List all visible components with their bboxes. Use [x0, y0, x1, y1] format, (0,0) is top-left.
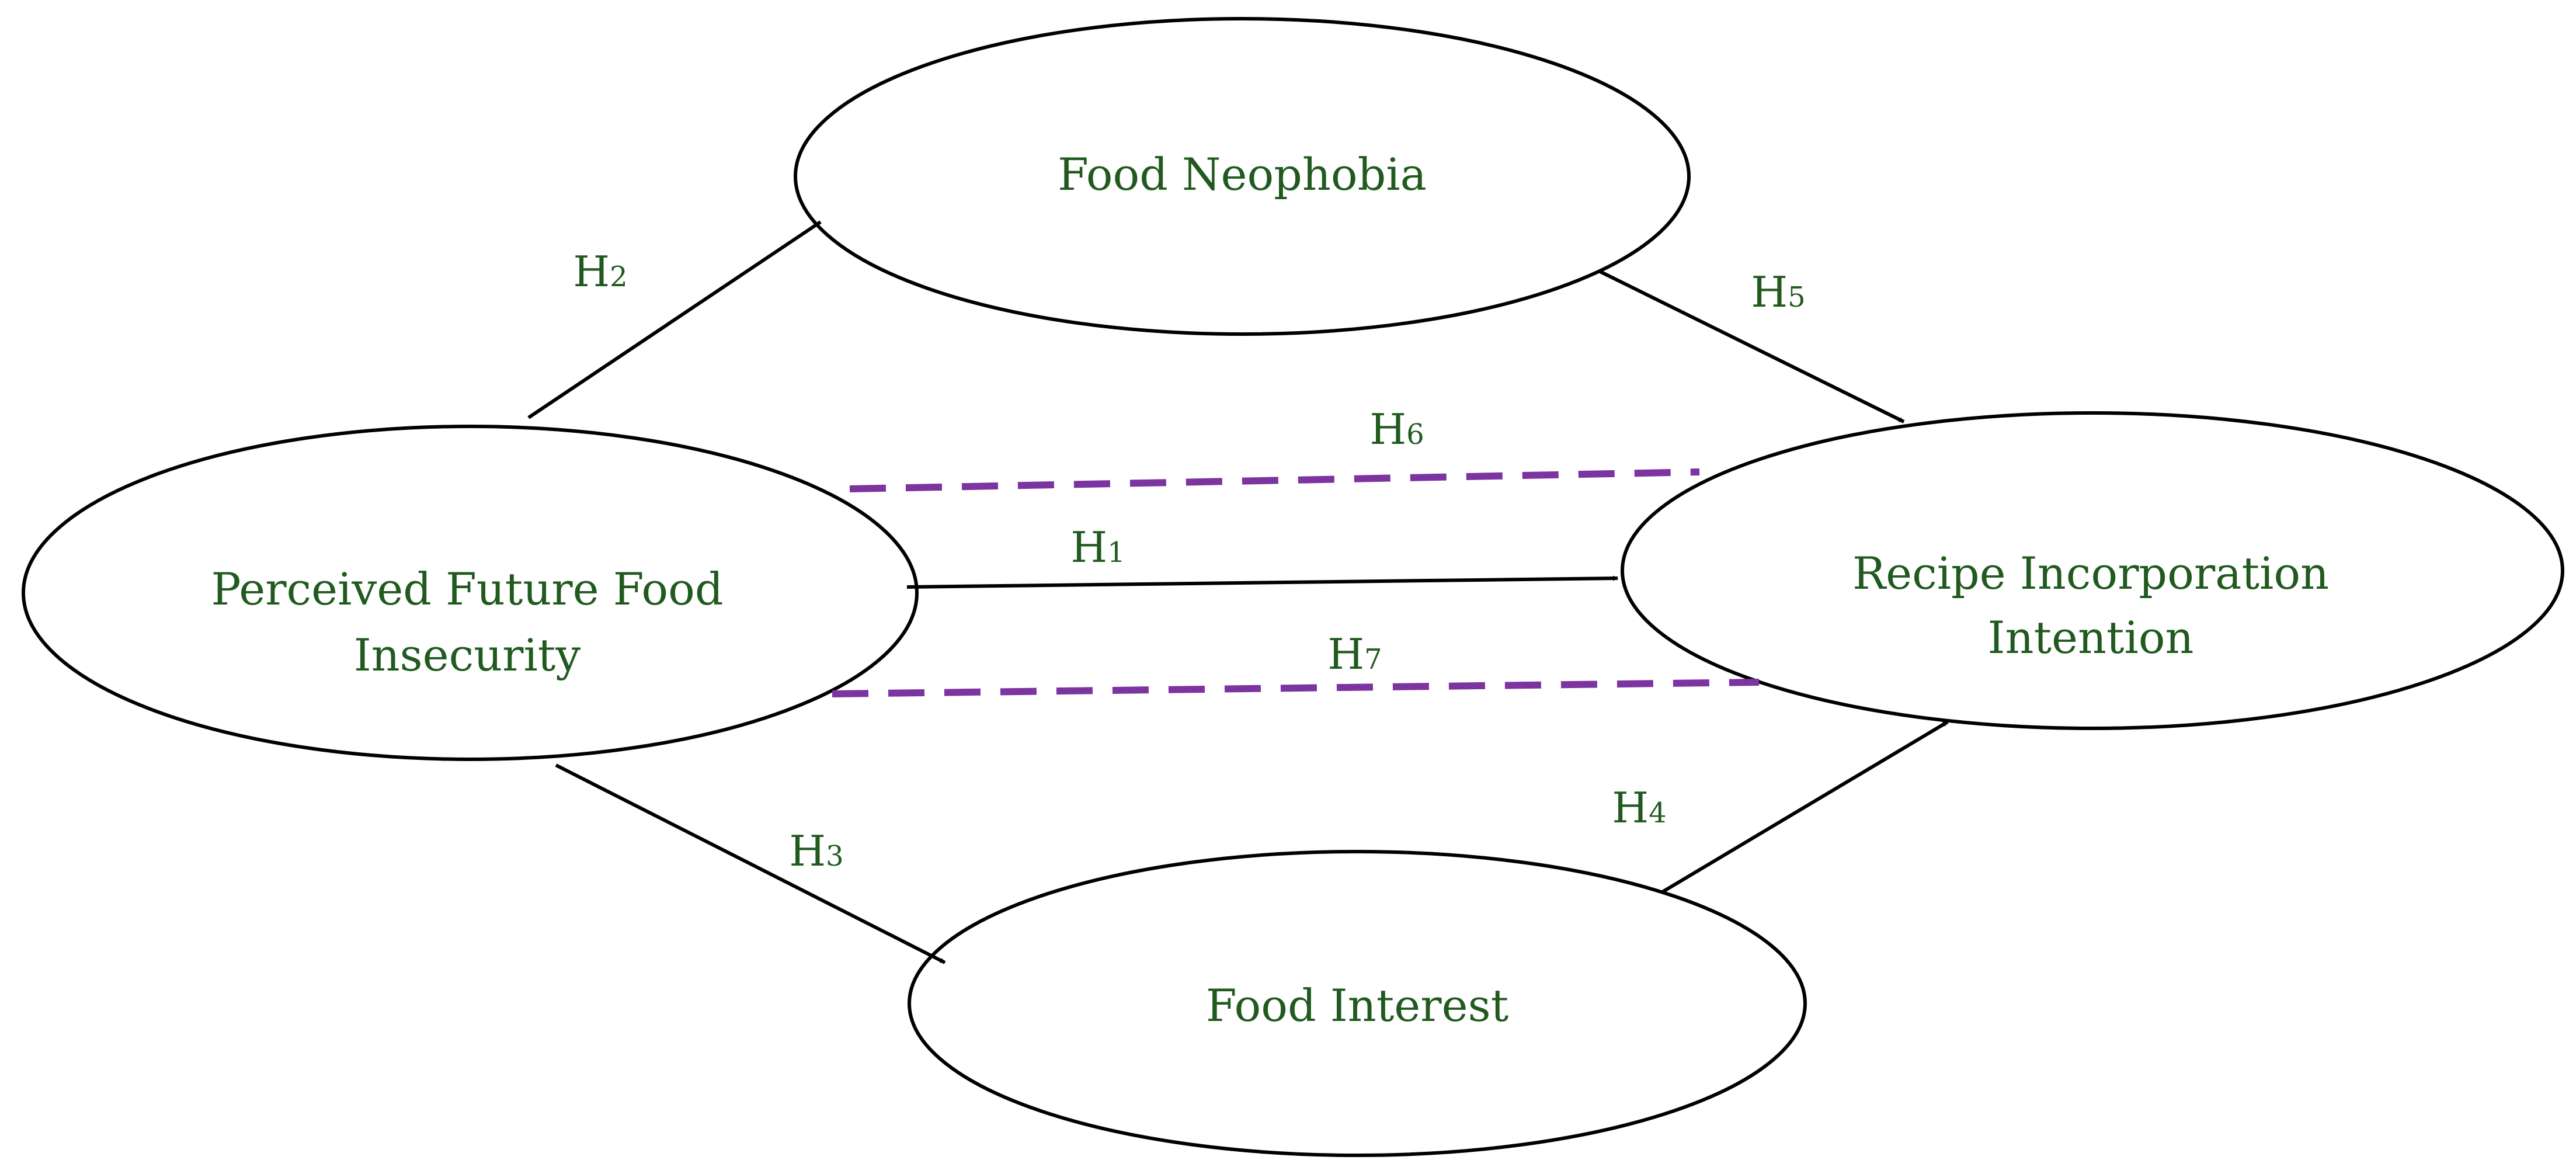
node-food-interest: Food Interest: [908, 850, 1807, 1157]
path-h5-arrow: [1599, 270, 1905, 423]
hypothesis-label-h2: H2: [573, 247, 627, 296]
node-label-line-1: Perceived Future Food: [211, 563, 724, 615]
hypothesis-label-h7: H7: [1327, 630, 1382, 679]
node-label-line-2: Insecurity: [354, 629, 581, 681]
hypothesis-letter: H: [573, 247, 610, 296]
node-ellipse: [1621, 411, 2564, 730]
path-h3-arrow: [555, 763, 946, 964]
node-food-neophobia: Food Neophobia: [794, 17, 1691, 336]
hypothesis-number: 5: [1788, 281, 1806, 314]
hypothesis-number: 4: [1649, 797, 1667, 829]
path-h6-dashed: [849, 468, 1700, 492]
hypothesis-letter: H: [1070, 523, 1107, 572]
hypothesis-letter: H: [1369, 405, 1406, 454]
hypothesis-letter: H: [1612, 783, 1649, 832]
node-label-line-1: Recipe Incorporation: [1852, 547, 2329, 599]
hypothesis-number: 1: [1107, 536, 1125, 569]
node-label: Food Interest: [1206, 980, 1508, 1031]
hypothesis-label-h3: H3: [789, 826, 843, 876]
hypothesis-letter: H: [1751, 268, 1788, 317]
path-h1-arrow: [906, 575, 1618, 589]
hypothesis-number: 7: [1364, 643, 1382, 676]
node-recipe-incorporation-intention: Recipe Incorporation Intention: [1621, 411, 2564, 730]
hypothesis-label-h6: H6: [1369, 405, 1424, 454]
node-ellipse: [908, 850, 1807, 1157]
hypothesis-label-h5: H5: [1751, 268, 1805, 317]
node-label: Food Neophobia: [1058, 148, 1427, 200]
path-h4-arrow: [1660, 720, 1949, 894]
hypothesis-letter: H: [1327, 630, 1364, 679]
node-label-line-2: Intention: [1988, 612, 2194, 664]
node-ellipse: [794, 17, 1691, 336]
node-perceived-future-food-insecurity: Perceived Future Food Insecurity: [22, 425, 919, 761]
hypothesis-letter: H: [789, 826, 826, 876]
hypothesis-number: 3: [826, 840, 844, 873]
hypothesis-label-h1: H1: [1070, 523, 1125, 572]
hypothesis-label-h4: H4: [1612, 783, 1666, 832]
hypothesis-number: 6: [1406, 418, 1424, 451]
hypothesis-number: 2: [610, 261, 628, 293]
path-h2-arrow: [527, 220, 822, 419]
node-ellipse: [22, 425, 919, 761]
path-h7-dashed: [832, 679, 1760, 697]
